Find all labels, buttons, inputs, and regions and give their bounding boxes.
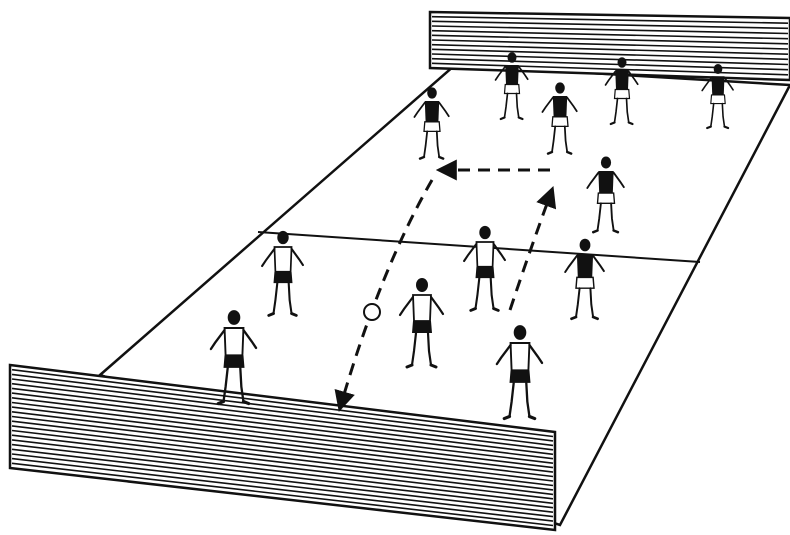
football-ball [364, 304, 380, 320]
far-wall [430, 12, 790, 80]
